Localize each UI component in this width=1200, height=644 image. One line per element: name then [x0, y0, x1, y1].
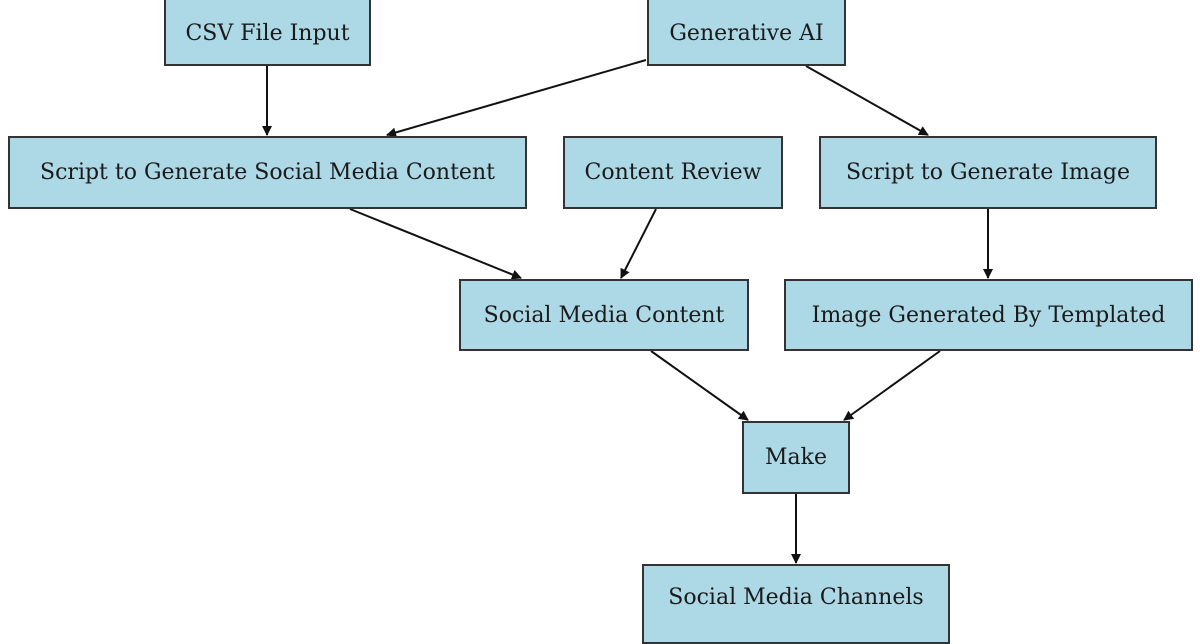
node-label: Script to Generate Image: [846, 160, 1130, 185]
node-script-generate-social-content[interactable]: Script to Generate Social Media Content: [8, 136, 527, 209]
edge-social-content-to-make: [650, 350, 749, 421]
node-script-generate-image[interactable]: Script to Generate Image: [819, 136, 1157, 209]
node-label: Content Review: [584, 160, 762, 185]
node-label: Generative AI: [669, 20, 824, 46]
node-label: Image Generated By Templated: [811, 302, 1166, 328]
node-csv-file-input[interactable]: CSV File Input: [164, 0, 371, 66]
node-image-generated-by-templated[interactable]: Image Generated By Templated: [784, 279, 1193, 351]
edge-image-templated-to-make: [843, 350, 941, 421]
node-label: Make: [765, 445, 827, 470]
edge-review-to-social-content: [620, 208, 657, 279]
node-label: Script to Generate Social Media Content: [40, 160, 495, 185]
edge-genai-to-script-social: [386, 59, 647, 138]
node-content-review[interactable]: Content Review: [563, 136, 783, 209]
edge-script-social-to-social-content: [349, 208, 522, 280]
node-generative-ai[interactable]: Generative AI: [647, 0, 846, 66]
node-make[interactable]: Make: [742, 421, 850, 494]
node-label: Social Media Content: [483, 302, 725, 328]
node-social-media-channels[interactable]: Social Media Channels: [642, 564, 950, 644]
node-social-media-content[interactable]: Social Media Content: [459, 279, 749, 351]
node-label: Social Media Channels: [668, 584, 924, 610]
edges-layer: [262, 59, 993, 564]
edge-genai-to-script-image: [805, 65, 929, 136]
node-label: CSV File Input: [185, 20, 350, 46]
